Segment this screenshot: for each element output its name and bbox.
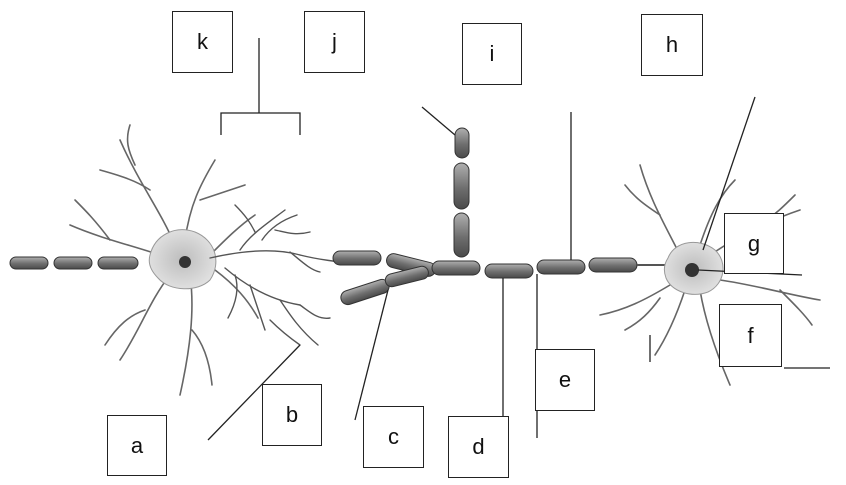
label-box-b: b	[262, 384, 322, 446]
label-g: g	[747, 230, 761, 256]
label-k: k	[197, 29, 208, 54]
label-b: b	[285, 402, 299, 427]
label-box-j: j	[304, 11, 365, 73]
collateral-myelin	[453, 127, 470, 258]
central-axon-myelin	[332, 250, 675, 306]
right-nucleus	[685, 263, 699, 277]
left-axon-myelin	[9, 256, 139, 270]
label-d: d	[472, 434, 485, 459]
label-box-g: g	[724, 213, 784, 274]
right-neuron	[599, 164, 821, 386]
label-a: a	[130, 432, 144, 458]
label-j: j	[332, 29, 337, 54]
label-box-c: c	[363, 406, 424, 468]
label-f: f	[747, 322, 754, 348]
label-box-d: d	[448, 416, 509, 478]
left-nucleus	[179, 256, 191, 268]
left-neuron	[9, 124, 259, 396]
label-h: h	[665, 32, 679, 57]
label-e: e	[558, 367, 572, 392]
label-box-k: k	[172, 11, 233, 73]
label-box-f: f	[719, 304, 782, 367]
axon-terminals	[209, 204, 346, 346]
right-dendrites	[599, 164, 821, 386]
label-i: i	[489, 41, 495, 66]
label-box-e: e	[535, 349, 595, 411]
label-box-h: h	[641, 14, 703, 76]
label-box-i: i	[462, 23, 522, 85]
label-c: c	[388, 424, 399, 449]
label-box-a: a	[107, 415, 167, 476]
dendrite-bracket	[220, 112, 301, 135]
